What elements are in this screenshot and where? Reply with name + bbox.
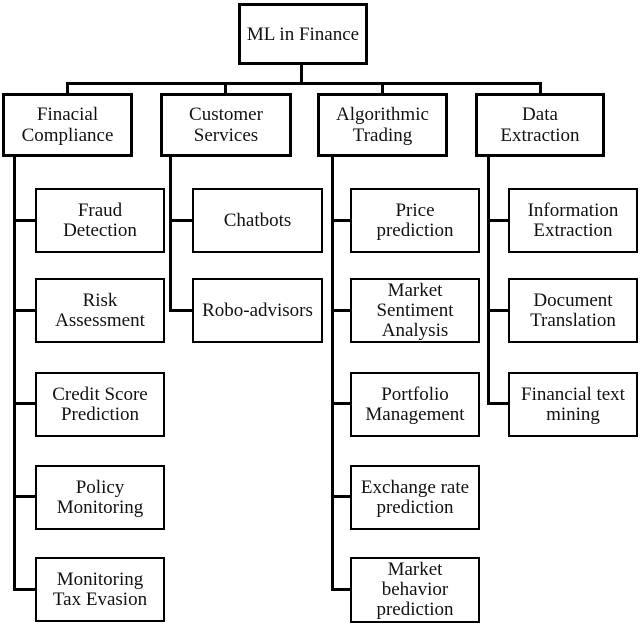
node-robo-advisors: Robo-advisors <box>192 278 323 343</box>
connector-financial-text-mining <box>487 402 510 405</box>
node-chatbots: Chatbots <box>192 188 323 253</box>
connector-drop-financial-compliance <box>66 82 69 94</box>
connector-exchange-rate-prediction <box>331 495 352 498</box>
connector-drop-data-extraction <box>539 82 542 94</box>
node-policy-monitoring: Policy Monitoring <box>35 465 165 530</box>
spine-algorithmic-trading <box>331 155 334 591</box>
node-information-extraction: Information Extraction <box>508 188 638 253</box>
node-portfolio-management: Portfolio Management <box>350 372 480 437</box>
node-financial-text-mining: Financial text mining <box>508 372 638 437</box>
connector-policy-monitoring <box>13 495 37 498</box>
node-credit-score-prediction: Credit Score Prediction <box>35 372 165 437</box>
node-algorithmic-trading: Algorithmic Trading <box>317 93 448 157</box>
spine-data-extraction <box>487 155 490 405</box>
connector-portfolio-management <box>331 402 352 405</box>
node-fraud-detection: Fraud Detection <box>35 188 165 253</box>
connector-chatbots <box>169 219 194 222</box>
connector-price-prediction <box>331 219 352 222</box>
connector-rail <box>66 82 542 85</box>
node-document-translation: Document Translation <box>508 278 638 343</box>
connector-monitoring-tax-evasion <box>13 588 37 591</box>
node-market-sentiment-analysis: Market Sentiment Analysis <box>350 278 480 343</box>
connector-credit-score-prediction <box>13 402 37 405</box>
connector-drop-customer-services <box>224 82 227 94</box>
connector-market-behavior-prediction <box>331 588 352 591</box>
node-exchange-rate-prediction: Exchange rate prediction <box>350 465 480 530</box>
node-monitoring-tax-evasion: Monitoring Tax Evasion <box>35 557 165 622</box>
node-financial-compliance: Finacial Compliance <box>2 93 133 157</box>
spine-customer-services <box>169 155 172 312</box>
node-ml-in-finance: ML in Finance <box>238 3 368 65</box>
connector-market-sentiment-analysis <box>331 309 352 312</box>
connector-drop-algorithmic-trading <box>381 82 384 94</box>
node-customer-services: Customer Services <box>160 93 292 157</box>
connector-document-translation <box>487 309 510 312</box>
connector-risk-assessment <box>13 309 37 312</box>
connector-information-extraction <box>487 219 510 222</box>
connector-root-drop <box>300 64 303 83</box>
node-data-extraction: Data Extraction <box>475 93 605 157</box>
spine-financial-compliance <box>13 155 16 591</box>
node-market-behavior-prediction: Market behavior prediction <box>350 557 480 623</box>
node-risk-assessment: Risk Assessment <box>35 278 165 343</box>
connector-fraud-detection <box>13 219 37 222</box>
node-price-prediction: Price prediction <box>350 188 480 253</box>
connector-robo-advisors <box>169 309 194 312</box>
